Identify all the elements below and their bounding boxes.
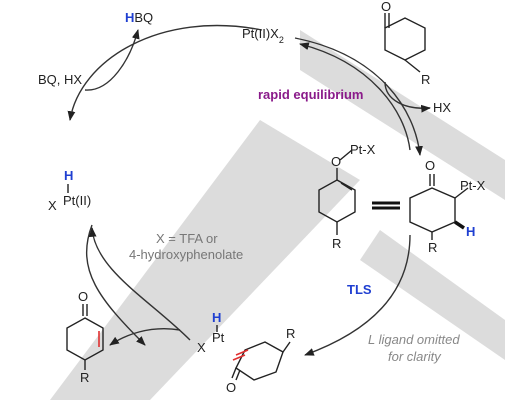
equilibrium-arrow-back (299, 42, 411, 151)
pt-x2-label: Pt(II)X2 (242, 26, 284, 45)
enone-product: O R (66, 289, 104, 385)
hydride-pt-label: Pt(II) (63, 193, 91, 208)
pi-pt-label: Pt (212, 330, 225, 345)
watermark (50, 30, 505, 400)
enone-o-label: O (78, 289, 88, 304)
pi-o-label: O (226, 380, 236, 395)
enolate-ptx-label: Pt-X (350, 142, 376, 157)
l-ligand-line2: for clarity (388, 349, 442, 364)
x-definition-line2: 4-hydroxyphenolate (129, 247, 243, 262)
isomer-equilibrium-arrows (372, 201, 400, 210)
alpha-ptx-label: Pt-X (460, 178, 486, 193)
bq-to-hbq-arrow (84, 29, 140, 91)
equilibrium-arrow-forward (294, 37, 423, 156)
pt-pi-complex: H Pt X R O (197, 310, 295, 395)
hydride-h-label: H (64, 168, 73, 183)
tls-label: TLS (347, 282, 372, 297)
pi-x-label: X (197, 340, 206, 355)
pt-hydride-species: H X Pt(II) (48, 168, 91, 213)
arrow-enone-release (109, 328, 181, 346)
alpha-o-label: O (425, 158, 435, 173)
l-ligand-line1: L ligand omitted (368, 332, 460, 347)
cyclohexanone-o-label: O (381, 0, 391, 14)
alpha-r-label: R (428, 240, 437, 255)
rapid-equilibrium-label: rapid equilibrium (258, 87, 363, 102)
c-bound-pt-ketone: O Pt-X H R (409, 158, 486, 255)
enone-r-label: R (80, 370, 89, 385)
pi-h-label: H (212, 310, 221, 325)
cycle-arc-top-left (67, 24, 263, 121)
hx-label: HX (433, 100, 451, 115)
cyclohexanone-r-label: R (421, 72, 430, 87)
pi-r-label: R (286, 326, 295, 341)
hx-release-arrow (384, 81, 431, 113)
hbq-label: HBQ (125, 10, 153, 25)
o-enolate-molecule: Pt-X O R (318, 142, 376, 251)
enolate-o-label: O (331, 154, 341, 169)
bq-hx-label: BQ, HX (38, 72, 82, 87)
cycle-arc-left-up (88, 227, 191, 341)
cycle-arc-left (85, 224, 146, 346)
alpha-h-label: H (466, 224, 475, 239)
x-definition-line1: X = TFA or (156, 231, 218, 246)
cyclohexanone-molecule: O R (381, 0, 430, 87)
hydride-x-label: X (48, 198, 57, 213)
enolate-r-label: R (332, 236, 341, 251)
cycle-arc-bottom (304, 234, 411, 356)
